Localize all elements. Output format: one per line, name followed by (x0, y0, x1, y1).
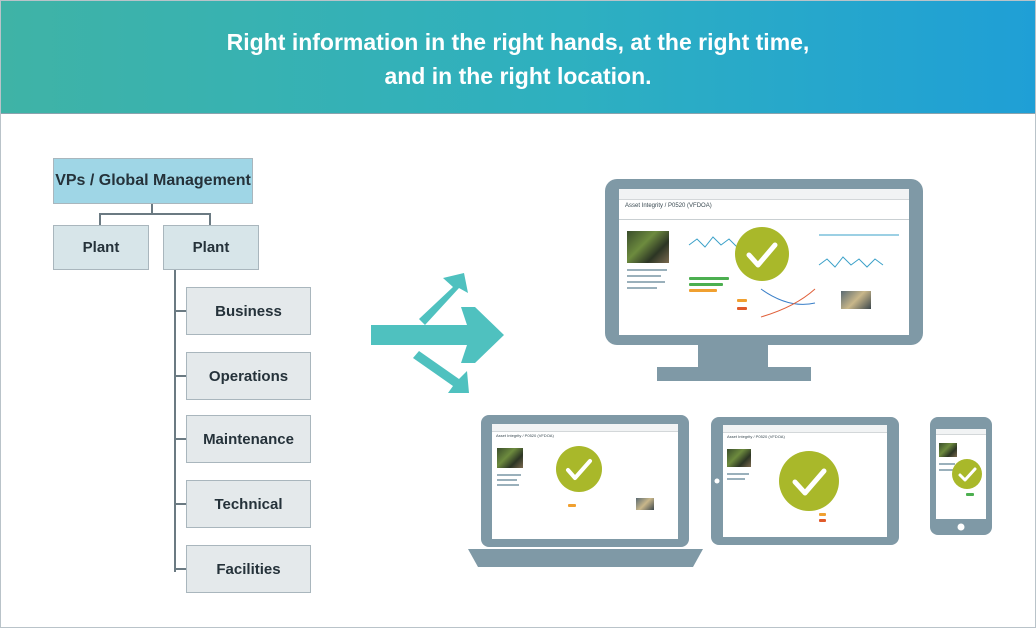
data-row (497, 479, 517, 481)
data-row (497, 484, 519, 486)
data-row (627, 287, 657, 289)
data-row (627, 281, 665, 283)
check-icon (556, 446, 602, 492)
equipment-photo (727, 449, 751, 467)
data-row (727, 473, 749, 475)
data-row (627, 275, 661, 277)
screen-header (619, 189, 909, 200)
org-box-business: Business (186, 287, 311, 335)
connector (174, 438, 186, 440)
org-box-global-management: VPs / Global Management (53, 158, 253, 204)
screen-title: Asset Integrity / P0520 (VFDOA) (496, 433, 554, 438)
banner: Right information in the right hands, at… (1, 1, 1035, 114)
status-bar (737, 299, 747, 302)
data-row (939, 463, 955, 465)
connector (99, 213, 211, 215)
check-icon (779, 451, 839, 511)
status-bar (689, 283, 723, 286)
status-bar (737, 307, 747, 310)
status-bar (689, 289, 717, 292)
status-bar (819, 513, 826, 516)
screen-header (936, 429, 986, 435)
connector (174, 310, 186, 312)
org-box-technical: Technical (186, 480, 311, 528)
org-box-maintenance: Maintenance (186, 415, 311, 463)
desktop-screen: Asset Integrity / P0520 (VFDOA) (619, 189, 909, 335)
equipment-photo (627, 231, 669, 263)
status-bar (689, 277, 729, 280)
connector (174, 568, 186, 570)
screen-title: Asset Integrity / P0520 (VFDOA) (625, 203, 712, 209)
connector (174, 503, 186, 505)
status-bar (568, 504, 576, 507)
banner-line-2: and in the right location. (384, 63, 652, 89)
org-box-operations: Operations (186, 352, 311, 400)
data-row (939, 469, 953, 471)
equipment-photo (497, 448, 523, 468)
check-icon (952, 459, 982, 489)
connector (174, 375, 186, 377)
part-photo (636, 498, 654, 510)
org-box-facilities: Facilities (186, 545, 311, 593)
screen-header (492, 424, 678, 432)
banner-headline: Right information in the right hands, at… (1, 25, 1035, 93)
screen-tabs (619, 213, 909, 220)
part-photo (841, 291, 871, 309)
distribution-arrows-icon (371, 273, 504, 393)
screen-header (723, 425, 887, 433)
status-bar (966, 493, 974, 496)
org-box-plant: Plant (163, 225, 259, 270)
data-row (627, 269, 667, 271)
tablet-screen: Asset Integrity / P0520 (VFDOA) (723, 425, 887, 537)
phone-screen (936, 429, 986, 519)
screen-title: Asset Integrity / P0520 (VFDOA) (727, 434, 785, 439)
banner-line-1: Right information in the right hands, at… (226, 29, 810, 55)
equipment-photo (939, 443, 957, 457)
trend-chart-icon (688, 234, 899, 318)
connector (174, 269, 176, 572)
laptop-screen: Asset Integrity / P0520 (VFDOA) (492, 424, 678, 539)
connector (209, 213, 211, 225)
connector (151, 203, 153, 214)
check-icon (735, 227, 789, 281)
data-row (497, 474, 521, 476)
data-row (727, 478, 745, 480)
connector (99, 213, 101, 225)
status-bar (819, 519, 826, 522)
org-box-plant: Plant (53, 225, 149, 270)
